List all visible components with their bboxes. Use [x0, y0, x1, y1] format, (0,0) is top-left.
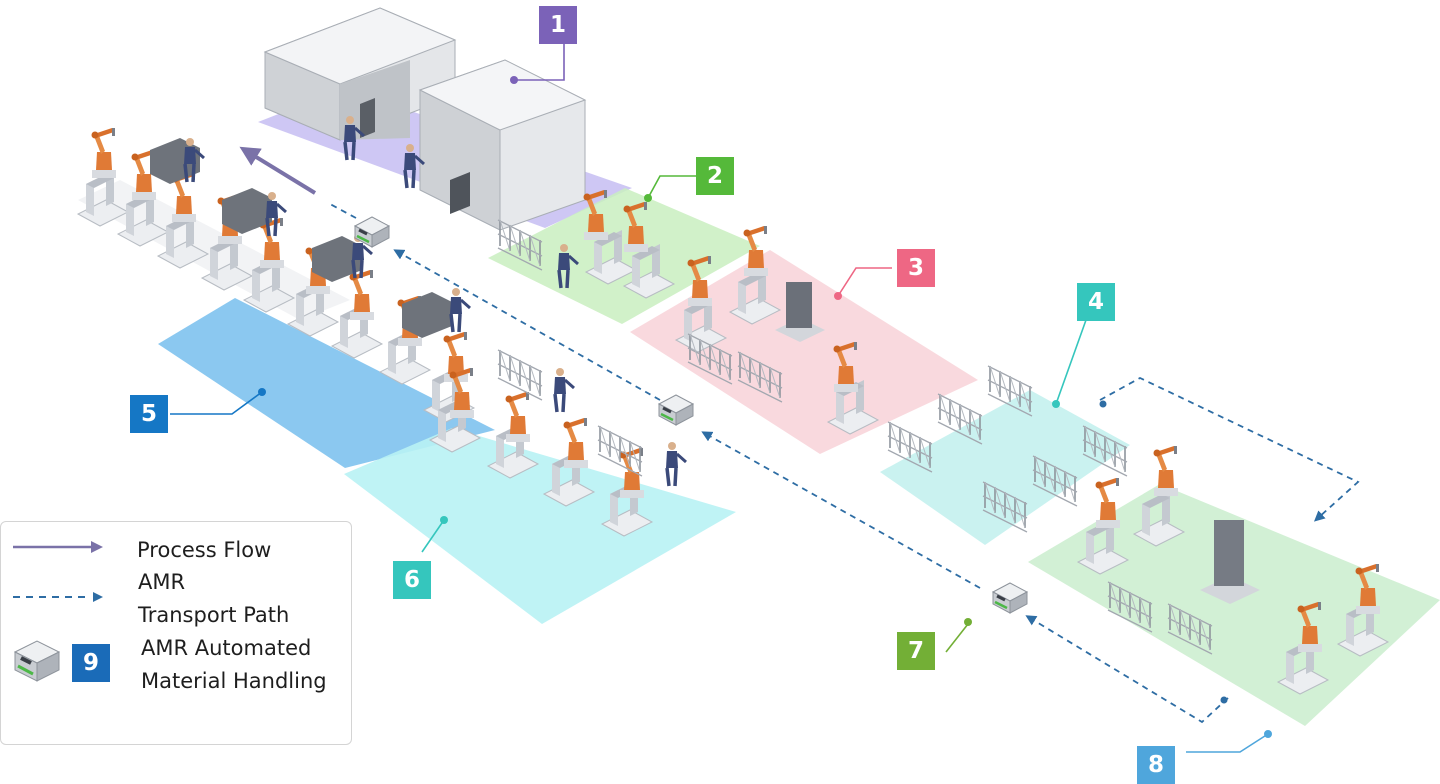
zone-floors [78, 88, 1440, 726]
zone-2-badge: 2 [696, 157, 734, 195]
legend-amr-path-symbol [13, 592, 103, 602]
legend-handling-label-line2: Material Handling [141, 669, 327, 693]
zone-4-floor [880, 390, 1130, 545]
positioners [775, 282, 1260, 604]
legend-handling-label-line1: AMR Automated [141, 636, 312, 660]
zone-5-badge: 5 [130, 395, 168, 433]
zone-6-floor [344, 428, 736, 624]
zone-7-badge: 7 [897, 632, 935, 670]
amr-robot-icon [13, 640, 61, 682]
zone-3-floor [630, 250, 978, 454]
legend-amr-label-line1: AMR [138, 570, 186, 594]
zone-5-floor [158, 298, 495, 468]
material-bins [150, 138, 452, 338]
zone-6-badge: 6 [393, 561, 431, 599]
zone-2-floor [488, 188, 760, 324]
legend-process-flow-symbol [13, 541, 103, 553]
legend-amr-label-line2: Transport Path [138, 603, 290, 627]
zone-4-badge: 4 [1077, 283, 1115, 321]
leader-lines [170, 44, 1272, 753]
amr-paths [329, 203, 1360, 724]
legend-amr-handling-badge: 9 [72, 644, 110, 682]
legend-process-flow-label: Process Flow [137, 538, 272, 562]
process-flow-arrow [239, 146, 317, 195]
zone-3-badge: 3 [897, 249, 935, 287]
zone-8-floor [1028, 484, 1440, 726]
legend: Process Flow AMR Transport Path 9 AMR Au… [0, 521, 352, 745]
zone-1-badge: 1 [539, 6, 577, 44]
zone-8-badge: 8 [1137, 746, 1175, 784]
machine-enclosures [263, 7, 587, 231]
